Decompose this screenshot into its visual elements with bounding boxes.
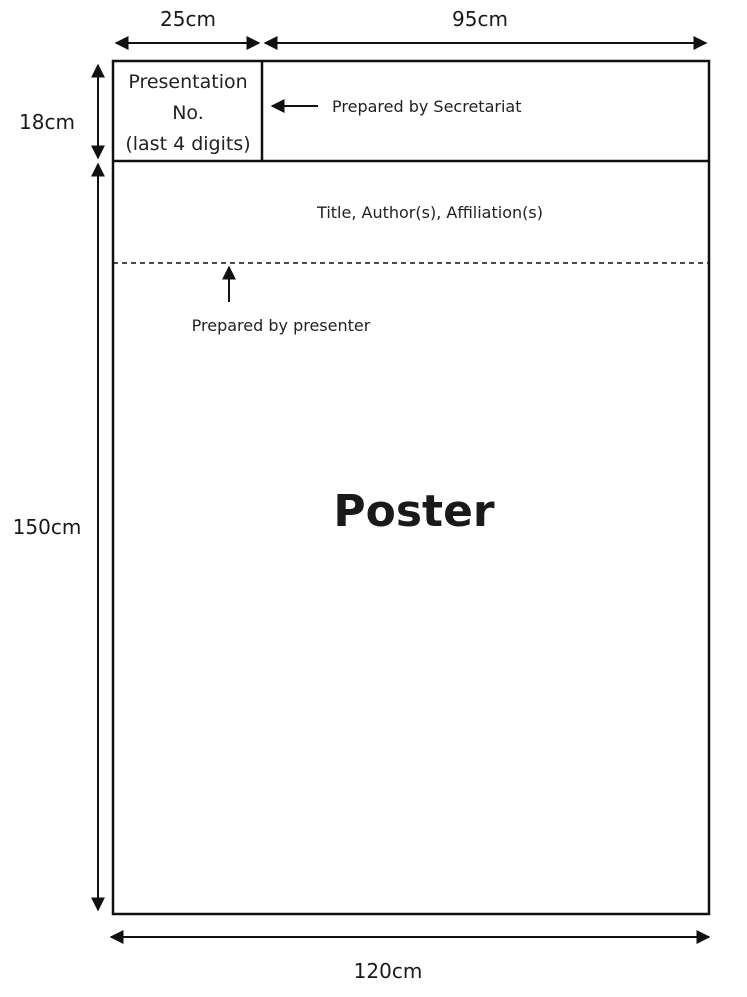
poster-frame <box>111 59 711 916</box>
presentation-number-line3: (last 4 digits) <box>125 133 250 155</box>
title-area-label: Title, Author(s), Affiliation(s) <box>316 203 543 222</box>
secretariat-note: Prepared by Secretariat <box>332 97 521 116</box>
dimension-label-18cm: 18cm <box>19 110 75 134</box>
presentation-number-line2: No. <box>172 102 204 124</box>
presentation-number-line1: Presentation <box>128 71 247 93</box>
dimension-label-150cm: 150cm <box>13 515 82 539</box>
dimension-label-25cm: 25cm <box>160 7 216 31</box>
presenter-note: Prepared by presenter <box>192 316 371 335</box>
dimension-label-120cm: 120cm <box>354 959 423 983</box>
dimension-label-95cm: 95cm <box>452 7 508 31</box>
poster-label: Poster <box>333 486 495 537</box>
